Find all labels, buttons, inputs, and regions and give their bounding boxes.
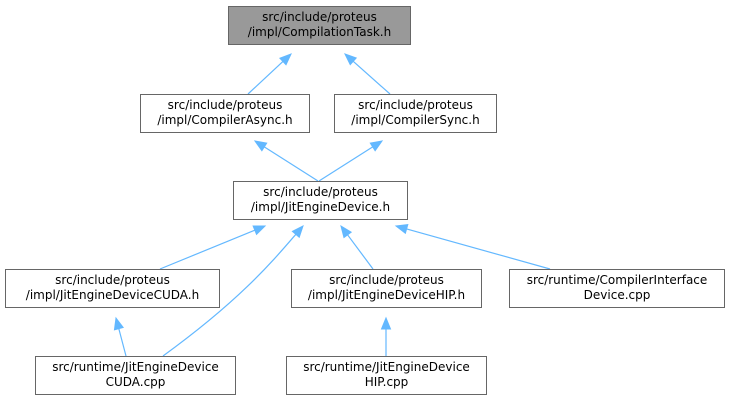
node-label-line: /impl/JitEngineDevice.h bbox=[251, 200, 390, 214]
node-n5[interactable]: src/include/proteus/impl/JitEngineDevice… bbox=[291, 269, 482, 308]
node-box bbox=[509, 269, 725, 308]
edge-line bbox=[118, 328, 127, 357]
node-label-line: /impl/JitEngineDeviceCUDA.h bbox=[26, 288, 199, 302]
node-n3[interactable]: src/include/proteus/impl/JitEngineDevice… bbox=[233, 181, 408, 220]
edge-arrowhead bbox=[369, 140, 384, 152]
node-box bbox=[291, 269, 482, 308]
edge-n4-to-n3 bbox=[159, 225, 267, 270]
node-n0[interactable]: src/include/proteus/impl/CompilationTask… bbox=[228, 6, 411, 45]
edge-line bbox=[318, 146, 374, 182]
edge-arrowhead bbox=[340, 224, 353, 239]
node-n2[interactable]: src/include/proteus/impl/CompilerSync.h bbox=[334, 94, 497, 133]
node-box bbox=[286, 356, 487, 395]
edge-line bbox=[347, 234, 374, 270]
edge-n1-to-n0 bbox=[247, 53, 292, 95]
edge-line bbox=[406, 228, 551, 270]
edge-n7-to-n4 bbox=[113, 316, 127, 357]
edge-arrowhead bbox=[253, 140, 268, 152]
node-label-line: HIP.cpp bbox=[365, 375, 409, 389]
edge-arrowhead bbox=[252, 225, 267, 236]
edge-line bbox=[162, 233, 297, 357]
edge-line bbox=[247, 61, 284, 95]
node-label-line: src/runtime/JitEngineDevice bbox=[303, 360, 470, 374]
edge-n3-to-n1 bbox=[253, 140, 319, 182]
node-label-line: src/include/proteus bbox=[262, 10, 377, 24]
node-box bbox=[233, 181, 408, 220]
node-n7[interactable]: src/runtime/JitEngineDeviceCUDA.cpp bbox=[35, 356, 236, 395]
node-box bbox=[5, 269, 220, 308]
node-box bbox=[334, 94, 497, 133]
edge-line bbox=[352, 60, 391, 95]
node-box bbox=[35, 356, 236, 395]
edge-line bbox=[159, 229, 256, 270]
edge-n6-to-n3 bbox=[394, 224, 551, 270]
edge-n7-to-n3 bbox=[162, 224, 304, 357]
node-label-line: Device.cpp bbox=[584, 288, 651, 302]
edge-arrowhead bbox=[380, 316, 392, 330]
edge-arrowhead bbox=[394, 224, 409, 235]
node-label-line: src/include/proteus bbox=[168, 98, 283, 112]
node-n8[interactable]: src/runtime/JitEngineDeviceHIP.cpp bbox=[286, 356, 487, 395]
node-n4[interactable]: src/include/proteus/impl/JitEngineDevice… bbox=[5, 269, 220, 308]
edge-arrowhead bbox=[279, 53, 292, 66]
edge-n3-to-n2 bbox=[318, 140, 384, 182]
nodes-layer: src/include/proteus/impl/CompilationTask… bbox=[5, 6, 725, 395]
node-label-line: /impl/CompilerAsync.h bbox=[157, 113, 292, 127]
node-label-line: /impl/CompilationTask.h bbox=[248, 25, 391, 39]
node-label-line: CUDA.cpp bbox=[106, 375, 166, 389]
edges-layer bbox=[113, 53, 551, 357]
edge-n2-to-n0 bbox=[344, 53, 391, 95]
node-box bbox=[140, 94, 310, 133]
node-label-line: /impl/JitEngineDeviceHIP.h bbox=[308, 288, 465, 302]
node-label-line: src/include/proteus bbox=[263, 185, 378, 199]
edge-n5-to-n3 bbox=[340, 224, 374, 270]
node-label-line: src/include/proteus bbox=[329, 273, 444, 287]
edge-line bbox=[263, 146, 319, 182]
node-label-line: src/include/proteus bbox=[55, 273, 170, 287]
node-label-line: src/runtime/CompilerInterface bbox=[527, 273, 708, 287]
edge-n8-to-n5 bbox=[380, 316, 392, 356]
edge-arrowhead bbox=[344, 53, 358, 66]
node-label-line: /impl/CompilerSync.h bbox=[351, 113, 479, 127]
edge-arrowhead bbox=[113, 316, 124, 331]
node-label-line: src/runtime/JitEngineDevice bbox=[52, 360, 219, 374]
edge-arrowhead bbox=[291, 224, 304, 239]
node-label-line: src/include/proteus bbox=[358, 98, 473, 112]
node-box bbox=[228, 6, 411, 45]
node-n1[interactable]: src/include/proteus/impl/CompilerAsync.h bbox=[140, 94, 310, 133]
